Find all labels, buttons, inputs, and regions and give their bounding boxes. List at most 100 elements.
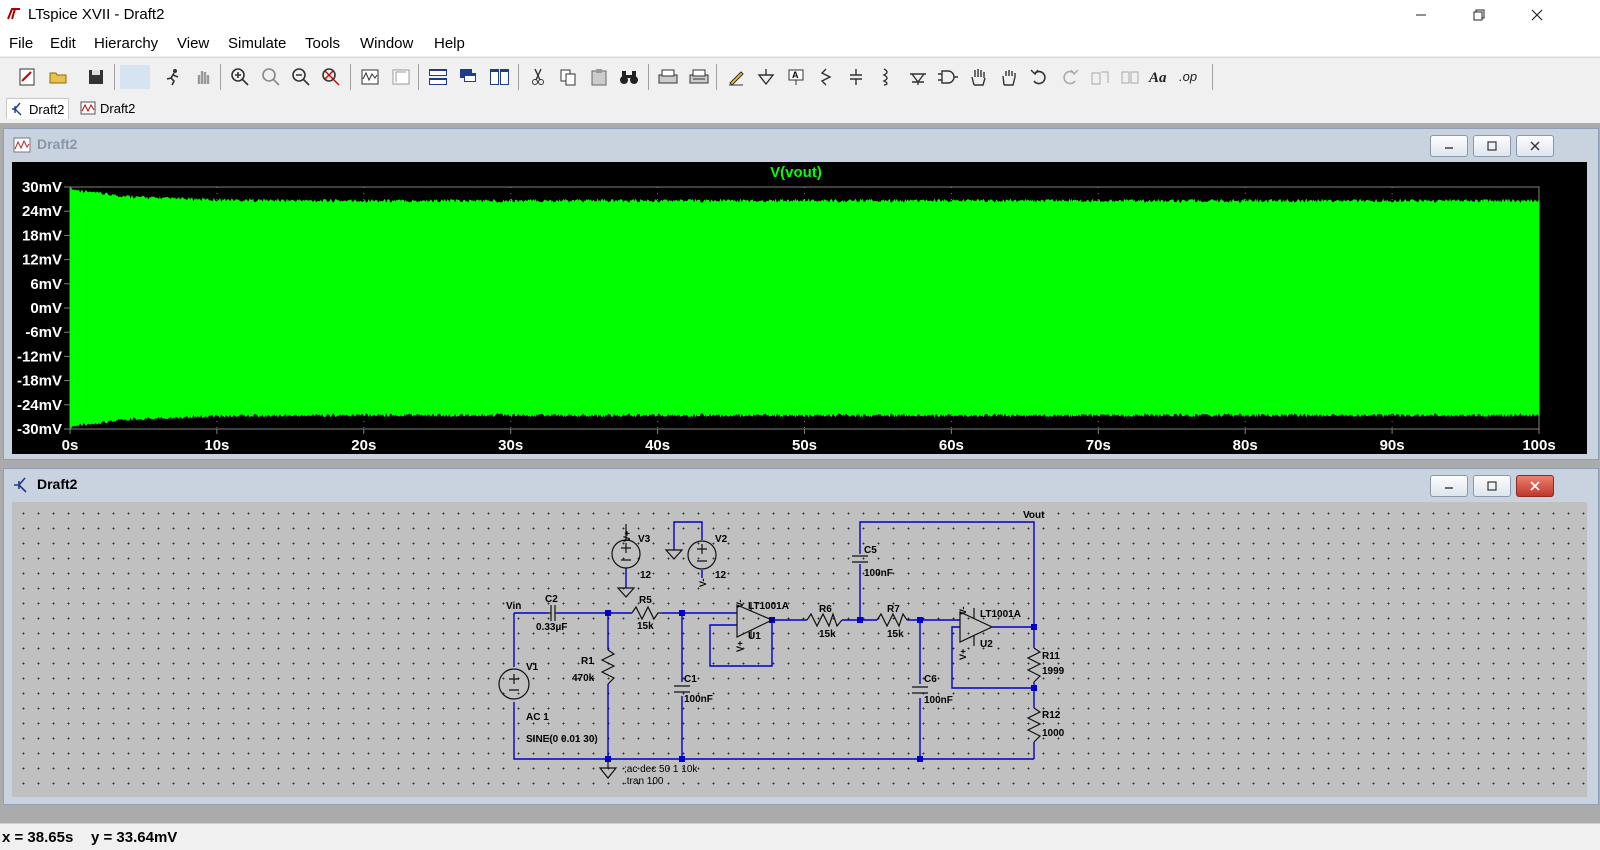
v2-minus-label: V- bbox=[698, 578, 708, 587]
maximize-icon bbox=[1487, 141, 1497, 151]
x-tick-label: 90s bbox=[1380, 437, 1405, 454]
undo-button[interactable] bbox=[1026, 65, 1052, 89]
label-v2: V2 bbox=[715, 534, 728, 545]
paste-icon bbox=[591, 69, 607, 86]
tab-label: Draft2 bbox=[100, 100, 136, 116]
schematic-minimize-button[interactable] bbox=[1430, 475, 1468, 497]
model-u1: LT1001A bbox=[748, 601, 789, 612]
menu-tools[interactable]: Tools bbox=[305, 35, 341, 52]
component-button[interactable] bbox=[935, 65, 961, 89]
rotate-icon bbox=[1091, 71, 1109, 85]
capacitor-icon bbox=[850, 69, 862, 85]
inductor-button[interactable] bbox=[873, 65, 899, 89]
svg-text:.op: .op bbox=[1179, 69, 1197, 84]
spice-directive-ac[interactable]: ;ac dec 50 1 10k bbox=[624, 764, 698, 775]
spice-directive-tran[interactable]: .tran 100 bbox=[624, 776, 664, 787]
x-tick-label: 0s bbox=[62, 437, 79, 454]
menu-view[interactable]: View bbox=[177, 35, 210, 52]
autorange-button[interactable] bbox=[357, 65, 383, 89]
capacitor-button[interactable] bbox=[843, 65, 869, 89]
x-tick-label: 60s bbox=[939, 437, 964, 454]
pencil-icon bbox=[729, 71, 744, 86]
spice-directive-button[interactable]: .op bbox=[1177, 65, 1203, 89]
tile-vertical-button[interactable] bbox=[486, 65, 512, 89]
schematic-drawing[interactable]: Vin Vout C2 0.33µF R5 15k R1 470k C1 100… bbox=[12, 502, 1587, 797]
label-c5: C5 bbox=[864, 545, 877, 556]
tab-schematic-draft2[interactable]: Draft2 bbox=[6, 98, 70, 119]
menu-help[interactable]: Help bbox=[434, 35, 465, 52]
drag-button[interactable] bbox=[996, 65, 1022, 89]
redo-button[interactable] bbox=[1057, 65, 1083, 89]
ground-button[interactable] bbox=[753, 65, 779, 89]
running-man-icon bbox=[166, 69, 179, 86]
x-tick-label: 30s bbox=[498, 437, 523, 454]
cascade-button[interactable] bbox=[456, 65, 482, 89]
label-net-button[interactable]: A bbox=[783, 65, 809, 89]
print-button[interactable] bbox=[686, 65, 712, 89]
minimize-icon bbox=[1445, 147, 1453, 149]
waveform-chart[interactable]: V(vout) 30mV24mV18mV12mV6mV0mV-6mV-12mV-… bbox=[12, 162, 1587, 454]
label-r12: R12 bbox=[1042, 710, 1061, 721]
value-r1: 470k bbox=[572, 673, 595, 684]
plot-close-button[interactable] bbox=[1516, 135, 1554, 157]
mirror-button[interactable] bbox=[1117, 65, 1143, 89]
close-button[interactable] bbox=[1509, 0, 1565, 30]
and-gate-icon bbox=[938, 70, 958, 84]
plot-minimize-button[interactable] bbox=[1430, 135, 1468, 157]
run-button[interactable] bbox=[160, 65, 186, 89]
restore-button[interactable] bbox=[1451, 0, 1507, 30]
menu-edit[interactable]: Edit bbox=[50, 35, 76, 52]
scissors-icon bbox=[532, 68, 544, 85]
rotate-button[interactable] bbox=[1087, 65, 1113, 89]
zoom-out-button[interactable] bbox=[288, 65, 314, 89]
close-icon bbox=[1530, 141, 1540, 151]
minimize-button[interactable] bbox=[1393, 0, 1449, 30]
zoom-fit-button[interactable] bbox=[318, 65, 344, 89]
tile-horizontal-button[interactable] bbox=[425, 65, 451, 89]
trace-fill bbox=[69, 186, 1540, 430]
window-title: LTspice XVII - Draft2 bbox=[28, 6, 165, 23]
schematic-canvas[interactable]: Vin Vout C2 0.33µF R5 15k R1 470k C1 100… bbox=[12, 502, 1587, 797]
paste-button[interactable] bbox=[586, 65, 612, 89]
copy-button[interactable] bbox=[555, 65, 581, 89]
resistor-button[interactable] bbox=[813, 65, 839, 89]
waveform-window-icon bbox=[13, 137, 31, 153]
find-button[interactable] bbox=[616, 65, 642, 89]
inductor-icon bbox=[882, 68, 888, 86]
cursor-button[interactable] bbox=[388, 65, 414, 89]
menu-hierarchy[interactable]: Hierarchy bbox=[94, 35, 159, 52]
menu-file[interactable]: File bbox=[9, 35, 34, 52]
move-button[interactable] bbox=[966, 65, 992, 89]
y-tick-label: -12mV bbox=[17, 348, 62, 365]
draw-wire-button[interactable] bbox=[723, 65, 749, 89]
printer-icon bbox=[658, 69, 678, 84]
label-u1: U1 bbox=[748, 631, 761, 642]
save-button[interactable] bbox=[83, 65, 109, 89]
zoom-fit-icon bbox=[322, 68, 340, 86]
value-c5: 100nF bbox=[864, 568, 893, 579]
zoom-in-button[interactable] bbox=[227, 65, 253, 89]
component-labels: Vin Vout C2 0.33µF R5 15k R1 470k C1 100… bbox=[506, 510, 1065, 787]
label-r7: R7 bbox=[887, 604, 900, 615]
plot-maximize-button[interactable] bbox=[1473, 135, 1511, 157]
cut-button[interactable] bbox=[525, 65, 551, 89]
new-schematic-button[interactable] bbox=[14, 65, 40, 89]
trace-v-vout bbox=[69, 186, 1540, 430]
print-setup-button[interactable] bbox=[655, 65, 681, 89]
menu-window[interactable]: Window bbox=[360, 35, 414, 52]
tab-waveform-draft2[interactable]: Draft2 bbox=[76, 98, 139, 118]
halt-button[interactable] bbox=[190, 65, 216, 89]
text-button[interactable]: Aa bbox=[1147, 65, 1173, 89]
y-tick-label: 18mV bbox=[22, 227, 62, 244]
close-icon bbox=[1531, 9, 1543, 21]
pan-button[interactable] bbox=[258, 65, 284, 89]
label-r1: R1 bbox=[581, 656, 594, 667]
menu-simulate[interactable]: Simulate bbox=[228, 35, 287, 52]
schematic-maximize-button[interactable] bbox=[1473, 475, 1511, 497]
schematic-close-button[interactable] bbox=[1516, 475, 1554, 497]
open-button[interactable] bbox=[45, 65, 71, 89]
diode-button[interactable] bbox=[905, 65, 931, 89]
v3-plus-label: V+ bbox=[622, 531, 632, 542]
